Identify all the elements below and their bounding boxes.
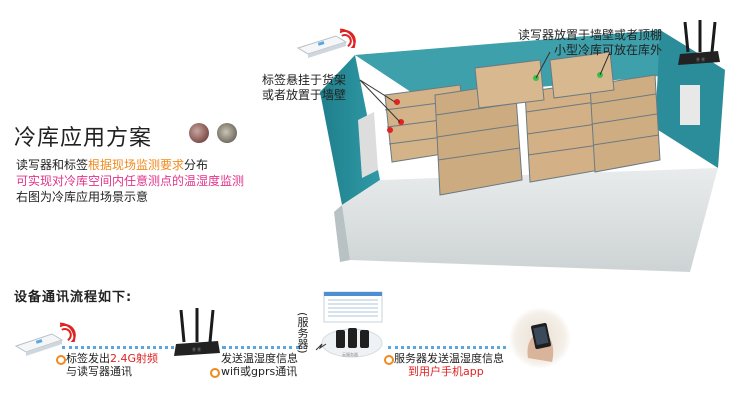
- tag-callout-line1: 标签悬挂于货架: [262, 73, 347, 87]
- flow-node-ring-1: [56, 355, 66, 365]
- server-label: (服务器): [296, 312, 309, 354]
- flow-node-ring-2: [210, 368, 220, 378]
- step1-part-b: 2.4G射频: [110, 352, 159, 365]
- vegetable-photo-icon: [217, 123, 237, 143]
- reader-placement-callout: 读写器放置于墙壁或者顶棚 小型冷库可放在库外: [508, 28, 662, 58]
- desc1-part-a: 读写器和标签: [16, 158, 89, 172]
- description-line-2: 可实现对冷库空间内任意测点的温湿度监测: [16, 174, 245, 188]
- step1-part-a: 标签发出: [66, 352, 110, 365]
- step3-part-b: 到用户手机app: [408, 365, 484, 378]
- flow-title: 设备通讯流程如下:: [14, 290, 133, 305]
- reader-callout-line1: 读写器放置于墙壁或者顶棚: [518, 28, 663, 42]
- signal-waves-icon: [60, 322, 76, 342]
- step2-part-b: wifi或gprs通讯: [221, 365, 298, 378]
- flow-connector-1: [62, 346, 174, 349]
- svg-text:Ⓡ Ⓡ: Ⓡ Ⓡ: [696, 56, 705, 62]
- tag-device-icon: [296, 35, 348, 58]
- flow-step-1-text: 标签发出2.4G射频 与读写器通讯: [66, 352, 158, 378]
- tag-callout-line2: 或者放置于墙壁: [262, 88, 347, 102]
- desc1-part-c: 分布: [184, 158, 209, 172]
- tag-placement-callout: 标签悬挂于货架 或者放置于墙壁: [262, 73, 346, 103]
- desc1-part-b: 根据现场监测要求: [88, 158, 185, 172]
- step1-part-c: 与读写器通讯: [66, 365, 132, 378]
- flow-connector-2: [222, 346, 300, 349]
- router-icon: Ⓡ Ⓡ: [174, 308, 220, 356]
- step3-part-a: 服务器发送温湿度信息: [394, 352, 504, 365]
- reader-callout-line2: 小型冷库可放在库外: [554, 43, 663, 57]
- flow-step-3-text: 服务器发送温湿度信息 到用户手机app: [394, 352, 504, 378]
- description-line-1: 读写器和标签根据现场监测要求分布: [16, 158, 208, 173]
- step2-part-a: 发送温湿度信息: [221, 352, 298, 365]
- server-icon: 云服务器: [315, 291, 383, 358]
- cold-storage-illustration: [320, 30, 725, 272]
- tag-device-icon: [14, 333, 64, 356]
- router-icon: Ⓡ Ⓡ: [678, 20, 720, 65]
- svg-text:云服务器: 云服务器: [342, 351, 358, 357]
- description-line-3: 右图为冷库应用场景示意: [16, 190, 149, 204]
- flow-step-2-text: 发送温湿度信息 wifi或gprs通讯: [221, 352, 298, 378]
- flow-node-ring-3: [384, 355, 394, 365]
- svg-text:Ⓡ Ⓡ: Ⓡ Ⓡ: [192, 346, 201, 352]
- flow-connector-3: [388, 346, 506, 349]
- page-title: 冷库应用方案: [14, 126, 153, 151]
- phone-hand-icon: [509, 307, 571, 369]
- meat-photo-icon: [189, 123, 209, 143]
- signal-waves-icon: [340, 28, 356, 48]
